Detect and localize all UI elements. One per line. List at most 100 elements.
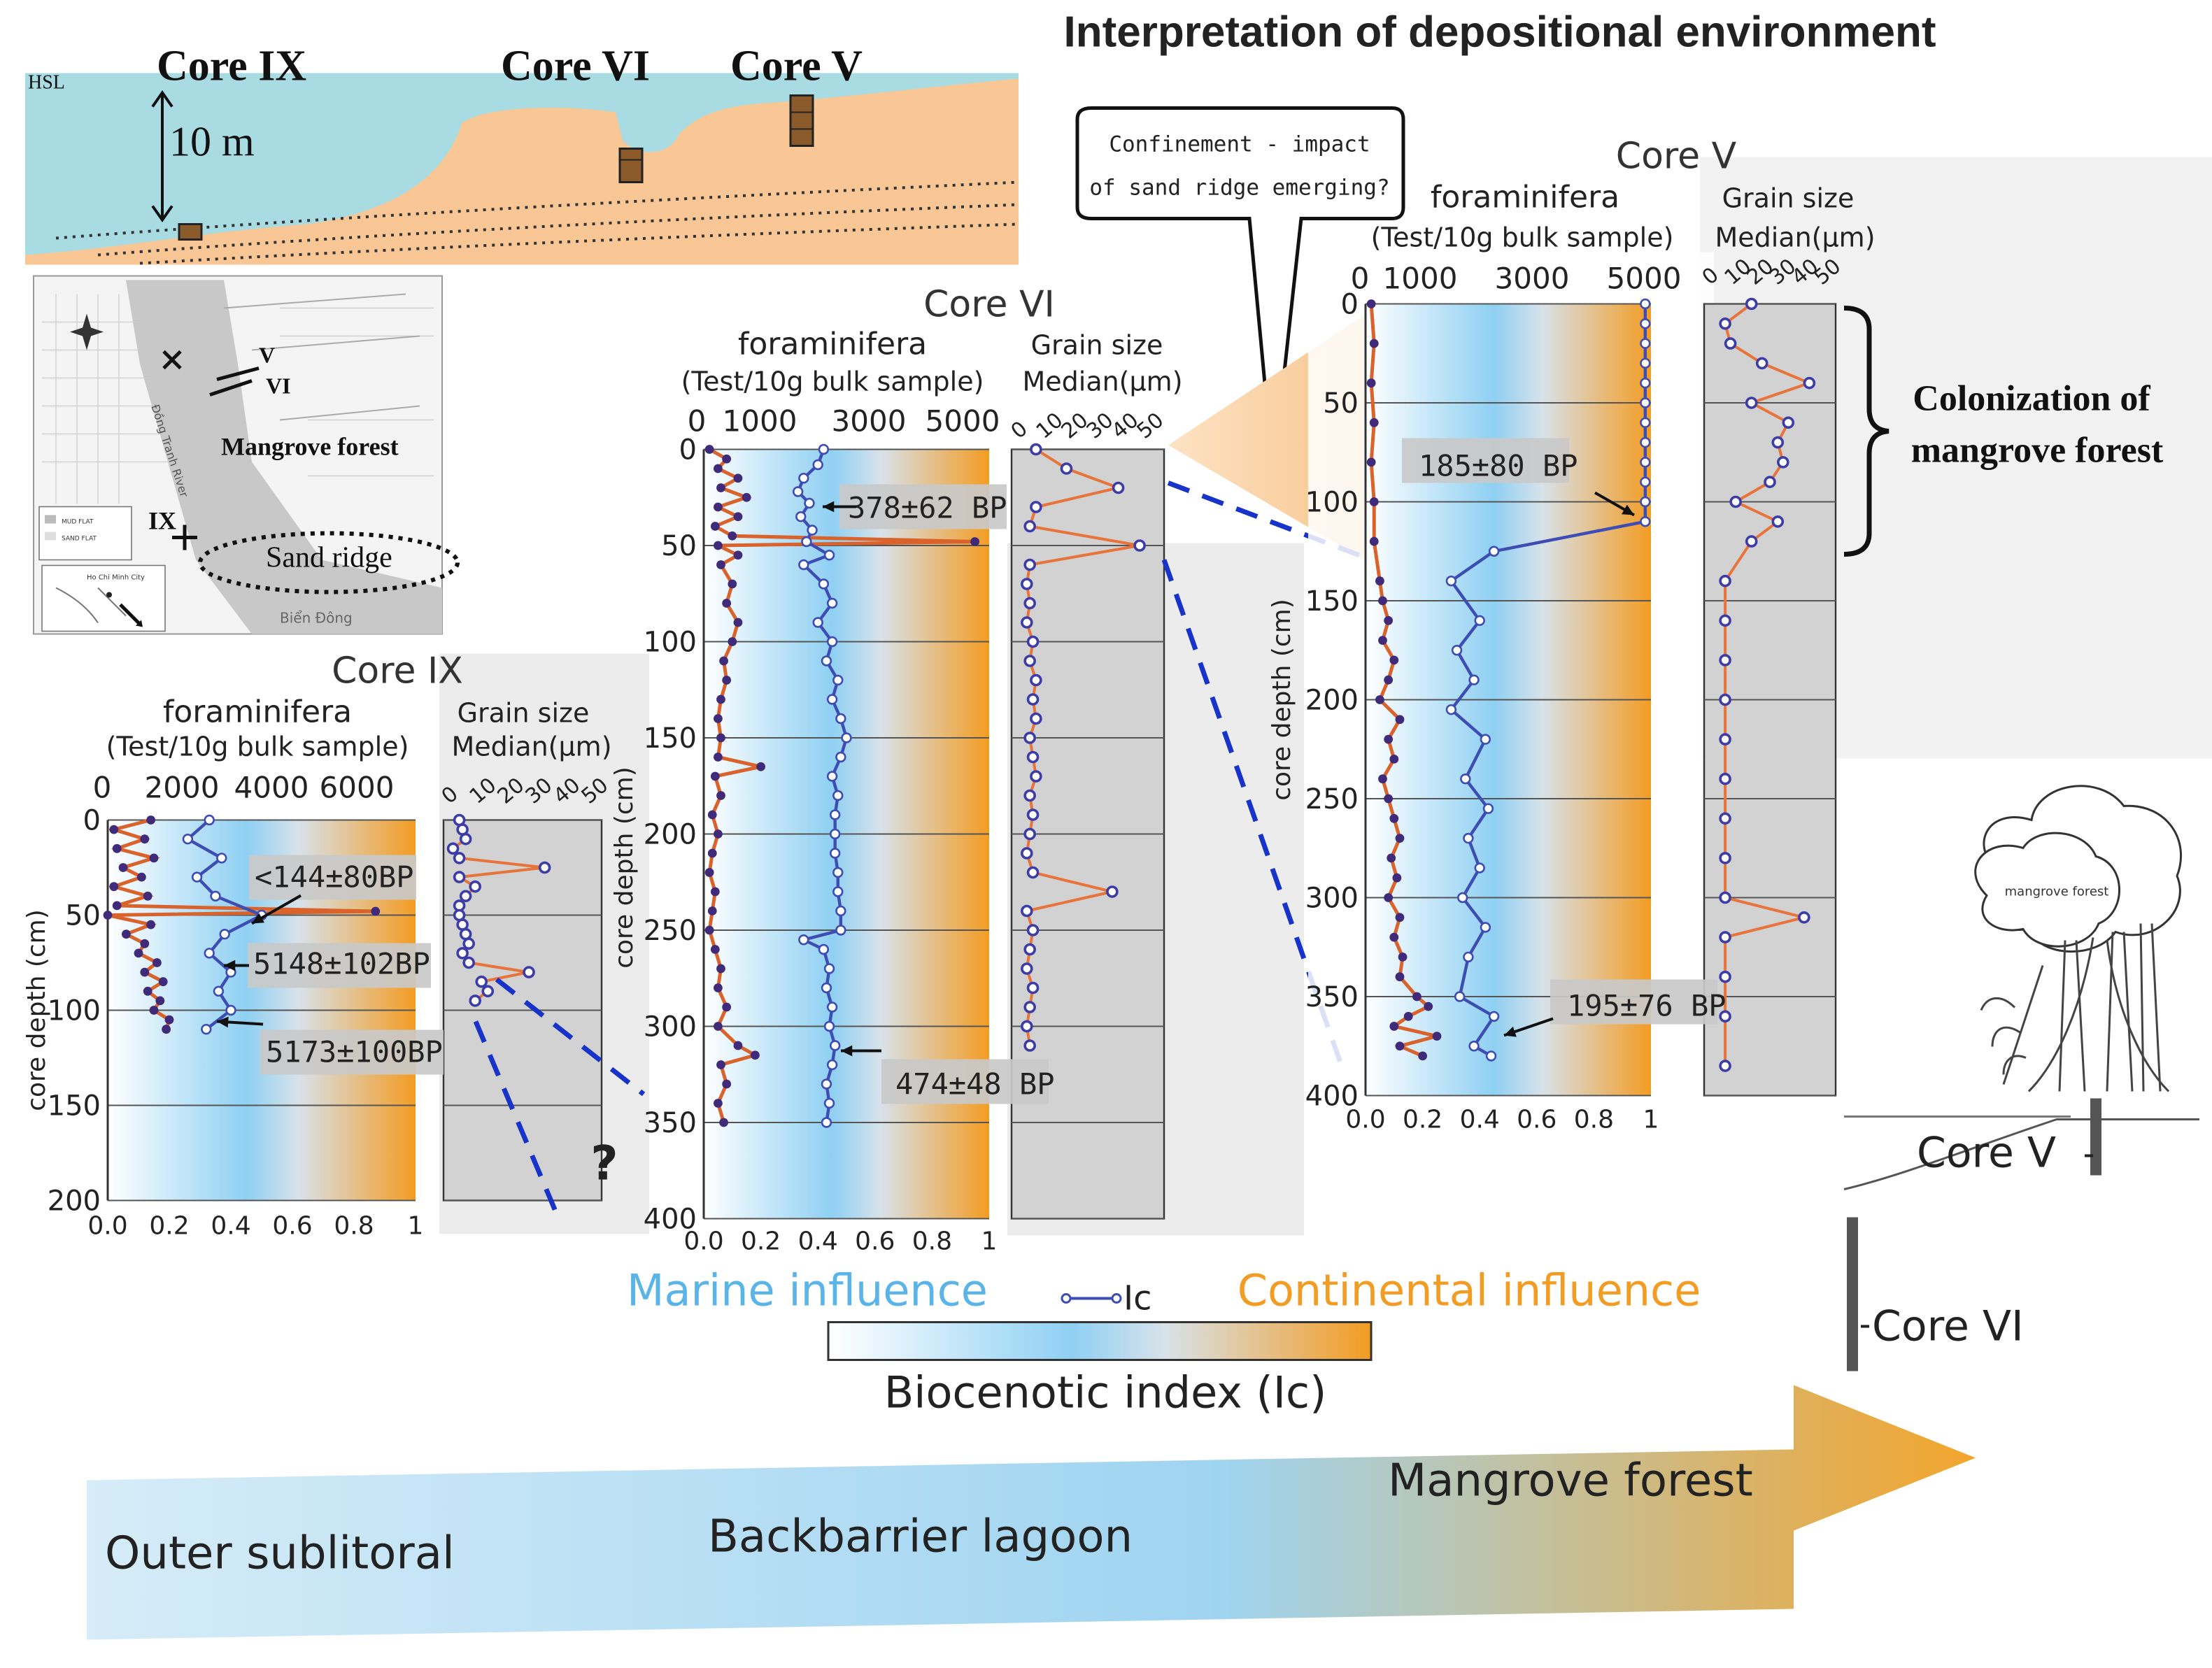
panel-ix-ylabel: core depth (cm) [22,909,51,1111]
ic-tick-label: 1 [1643,1106,1659,1134]
grain-point [1719,931,1731,943]
ic-point [821,1117,832,1128]
grain-point [1719,614,1731,627]
arrow-label-outer-sublitoral: Outer sublitoral [105,1528,455,1580]
date-arrow-head [252,913,264,924]
foram-tick-label: 2000 [145,771,220,805]
foram-point [1389,755,1399,764]
date-label: 195±76 BP [1567,989,1727,1023]
foram-point [112,843,122,853]
ic-point [798,559,809,571]
depth-tick-label: 0 [83,805,101,837]
date-arrow-head [823,501,835,513]
grain-point [1023,597,1036,610]
ic-point [1474,862,1485,874]
foram-point [118,863,128,872]
ic-point [1468,1041,1480,1052]
ic-point [1480,734,1491,745]
map-mangrove-label: Mangrove forest [221,433,399,461]
foram-tick-label: 3000 [832,404,907,439]
ic-point [201,1023,212,1035]
grain-point [1021,1020,1033,1033]
foram-point [716,1060,725,1069]
grain-point [1021,616,1033,629]
foram-point [1412,992,1422,1001]
ic-tick-label: 0.8 [912,1227,952,1256]
foram-point [707,810,717,820]
foram-point [1366,378,1376,388]
foram-tick-label: 5000 [1607,262,1682,296]
foram-point [134,948,143,958]
ic-point [826,771,838,782]
map-sand-ridge-label: Sand ridge [266,542,392,574]
grain-point [1023,827,1036,841]
foram-point [1418,1051,1427,1061]
foram-point [1384,794,1394,804]
foram-point [1378,636,1387,645]
foram-point [158,977,168,987]
legend: Marine influence Ic Continental influenc… [627,1265,1701,1418]
section-label-core-vi: Core VI [501,43,650,90]
foram-point [1389,655,1399,665]
foram-point [140,939,150,948]
ic-point [841,732,852,743]
foram-point [1366,299,1376,308]
foram-point [1369,497,1379,506]
foram-point [1403,1011,1413,1021]
foram-point [1366,457,1376,467]
map-marker-v: V [259,343,275,368]
grain-point [1729,495,1742,508]
foram-point [742,492,751,502]
foram-tick-label: 6000 [320,771,395,805]
ic-point [1640,377,1651,389]
depth-tick-label: 350 [1305,981,1359,1013]
ic-point [818,578,830,590]
grain-point [1106,885,1119,898]
foram-point [146,920,156,929]
panel-core-vi: Core VI foraminifera (Test/10g bulk samp… [610,284,1304,1256]
panel-v-title: Core V [1616,136,1737,178]
date-label: <144±80BP [255,860,414,894]
ic-series-line [796,448,849,1123]
foram-point [728,579,737,589]
ic-point [1640,457,1651,468]
date-label: 474±48 BP [895,1067,1055,1102]
foram-point [714,983,723,992]
ic-point [823,550,835,561]
ic-tick-label: 0.4 [211,1212,250,1241]
foram-tick-label: 0 [1351,262,1370,296]
grain-point [469,880,482,893]
foram-point [1395,972,1405,982]
grain-point [1026,981,1040,995]
ic-point [826,694,838,705]
legend-ic: Ic [1123,1279,1152,1318]
foram-point [704,868,714,877]
grain-point [1719,733,1731,746]
grain-point [1719,317,1731,330]
ic-point [1640,496,1651,508]
callout-text-line-1: Confinement - impact [1109,132,1370,157]
grain-point [1719,891,1731,904]
foram-tick-label: 0 [688,404,707,439]
foram-point [722,599,732,608]
grain-point [1030,673,1042,687]
foram-point [155,996,165,1006]
foram-point [714,753,723,762]
ic-tick-label: 1 [408,1212,424,1241]
tree-core-vi-label: Core VI [1872,1302,2024,1351]
grain-point [1026,808,1040,821]
date-label-box [248,943,431,988]
ic-point [1474,615,1485,626]
grain-point [469,995,482,1007]
grain-point [1021,962,1033,975]
arrow-label-backbarrier-lagoon: Backbarrier lagoon [708,1511,1133,1563]
date-label-box [881,1059,1049,1104]
foram-point [714,541,723,550]
panel-vi-grain-label-1: Grain size [1031,330,1163,361]
grain-point [1803,376,1816,390]
ic-point [812,617,823,628]
grain-point [456,947,469,960]
ic-point [1468,674,1480,685]
foram-point [707,848,717,858]
